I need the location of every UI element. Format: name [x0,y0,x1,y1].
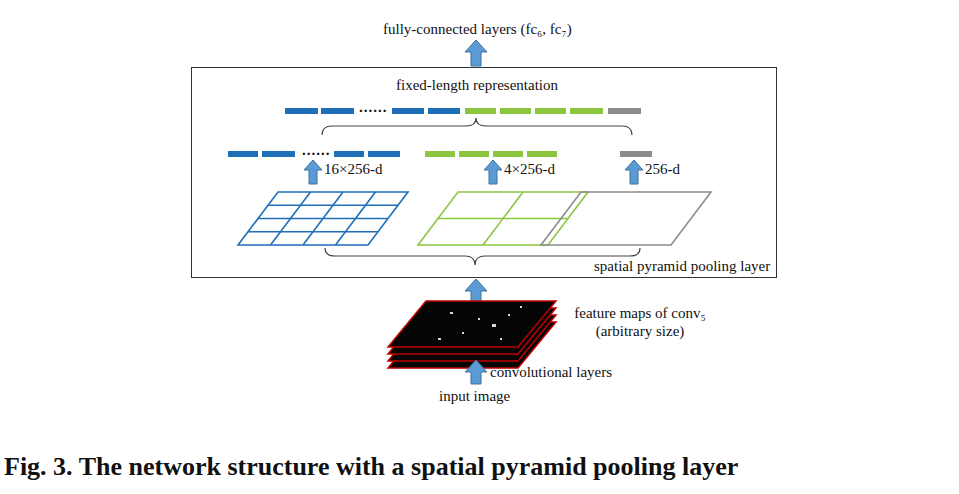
bar-segment [570,108,603,114]
activation-dot [508,314,510,316]
bar-segment [334,151,364,157]
dimension-label: 4×256-d [504,160,555,178]
section-heading: fixed-length representation [396,76,558,94]
activation-dot [462,332,464,334]
bar-segment [392,108,424,114]
activation-dot [478,318,480,320]
bar-segment [321,108,354,114]
feature-map-label: feature maps of conv₅ (arbitrary size) [550,304,730,340]
bar-segment [500,108,531,114]
stroke [336,192,376,245]
output-label: fully-connected layers (fc₆, fc₇) [383,20,572,38]
dimension-label: 256-d [645,160,680,178]
brace [322,118,632,135]
bar-segment [459,151,489,157]
bar-segment [425,151,455,157]
input-label: input image [439,387,510,405]
bar-segment [465,108,496,114]
pooled-bars [228,151,652,157]
ellipsis: ...... [359,98,388,116]
arrow-to-spp [465,279,487,302]
layer-name: spatial pyramid pooling layer [594,257,770,275]
arrow-from-input [465,360,487,384]
bar-segment [428,108,460,114]
brace [325,248,640,265]
stroke [258,218,388,220]
small-up-arrows [304,160,643,184]
spp-layer-box: fixed-length representation spatial pyram… [191,67,777,278]
bar-segment [527,151,557,157]
pooling-grids [238,192,711,245]
arrow-to-fc [465,40,487,66]
pooling-grid [418,192,588,245]
bar-segment [620,151,652,157]
feature-map [388,301,556,347]
activation-dot [492,324,496,327]
bar-segment [228,151,258,157]
fixed-length-bars [285,108,641,114]
stroke [438,218,568,220]
pooling-grid [238,192,408,245]
bar-segment [368,151,400,157]
bar-segment [535,108,566,114]
pooling-grid [541,192,711,245]
activation-dot [450,312,453,314]
activation-dot [438,338,441,340]
stage-label: convolutional layers [490,363,612,381]
stroke [268,204,398,206]
dimension-label: 16×256-d [324,160,382,178]
bar-segment [493,151,523,157]
ellipsis: ...... [302,141,331,159]
feature-maps [388,301,556,368]
bar-segment [285,108,318,114]
bar-segment [262,151,295,157]
activation-dot [500,338,502,340]
activation-dot [520,306,522,308]
bar-segment [608,108,641,114]
figure-caption: Fig. 3. The network structure with a spa… [4,452,738,482]
